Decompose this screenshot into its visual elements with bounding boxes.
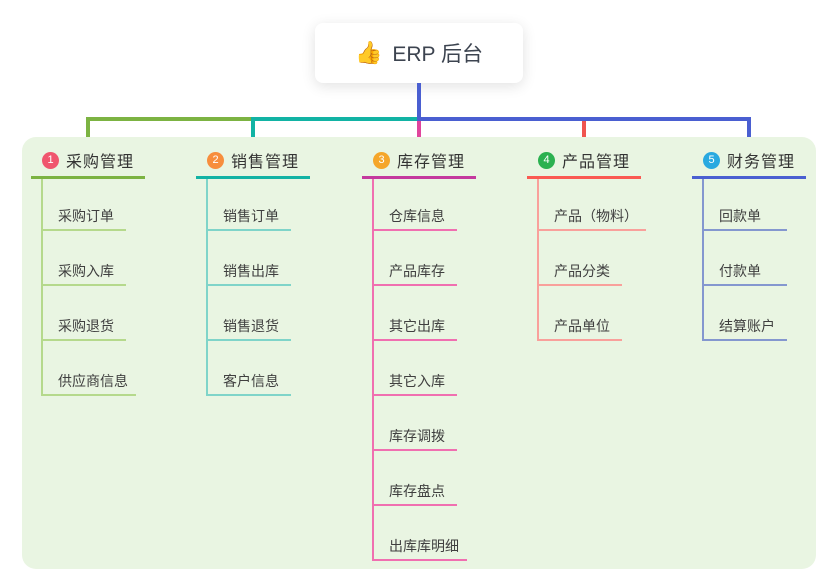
branch-drop-line	[582, 117, 586, 143]
branch-number-badge: 4	[538, 151, 555, 169]
child-node[interactable]: 回款单	[702, 207, 787, 231]
branch-node[interactable]: 1 采购管理	[31, 148, 134, 172]
child-node[interactable]: 其它出库	[372, 317, 457, 341]
child-node[interactable]: 产品分类	[537, 262, 622, 286]
child-node[interactable]: 仓库信息	[372, 207, 457, 231]
branch-underline	[196, 176, 310, 179]
child-node[interactable]: 销售出库	[206, 262, 291, 286]
branch-drop-line	[747, 117, 751, 143]
branch-label: 财务管理	[727, 154, 796, 171]
branch-node[interactable]: 5 财务管理	[692, 148, 795, 172]
branch-underline	[692, 176, 806, 179]
branch-label: 产品管理	[562, 154, 631, 171]
branch-trunk-line	[702, 179, 704, 341]
root-node[interactable]: 👍 ERP 后台	[315, 23, 523, 83]
branch-underline	[31, 176, 145, 179]
thumbs-up-icon: 👍	[354, 40, 383, 65]
branch-trunk-line	[41, 179, 43, 396]
bus-segment-left	[86, 117, 253, 121]
branch-drop-line	[417, 117, 421, 143]
root-stem-line	[417, 83, 421, 121]
branch-number-badge: 2	[207, 151, 224, 169]
branch-label: 采购管理	[66, 154, 135, 171]
branch-drop-line	[86, 117, 90, 143]
child-node[interactable]: 其它入库	[372, 372, 457, 396]
child-node[interactable]: 销售退货	[206, 317, 291, 341]
child-node[interactable]: 出库库明细	[372, 537, 467, 561]
child-node[interactable]: 采购订单	[41, 207, 126, 231]
child-node[interactable]: 付款单	[702, 262, 787, 286]
branches-panel	[22, 137, 816, 569]
child-node[interactable]: 客户信息	[206, 372, 291, 396]
child-node[interactable]: 供应商信息	[41, 372, 136, 396]
child-node[interactable]: 采购入库	[41, 262, 126, 286]
child-node[interactable]: 产品（物料）	[537, 207, 646, 231]
root-node-label: ERP 后台	[392, 43, 484, 66]
branch-underline	[362, 176, 476, 179]
branch-node[interactable]: 2 销售管理	[196, 148, 299, 172]
branch-node[interactable]: 4 产品管理	[527, 148, 630, 172]
branch-underline	[527, 176, 641, 179]
child-node[interactable]: 结算账户	[702, 317, 787, 341]
branch-label: 库存管理	[397, 154, 466, 171]
branch-drop-line	[251, 117, 255, 143]
branch-number-badge: 3	[373, 151, 390, 169]
branch-trunk-line	[537, 179, 539, 341]
child-node[interactable]: 采购退货	[41, 317, 126, 341]
branch-trunk-line	[206, 179, 208, 396]
branch-trunk-line	[372, 179, 374, 561]
bus-segment-middle	[251, 117, 419, 121]
child-node[interactable]: 产品单位	[537, 317, 622, 341]
child-node[interactable]: 库存盘点	[372, 482, 457, 506]
branch-number-badge: 5	[703, 151, 720, 169]
child-node[interactable]: 产品库存	[372, 262, 457, 286]
branch-node[interactable]: 3 库存管理	[362, 148, 465, 172]
branch-number-badge: 1	[42, 151, 59, 169]
child-node[interactable]: 销售订单	[206, 207, 291, 231]
bus-segment-right	[417, 117, 751, 121]
child-node[interactable]: 库存调拨	[372, 427, 457, 451]
branch-label: 销售管理	[231, 154, 300, 171]
